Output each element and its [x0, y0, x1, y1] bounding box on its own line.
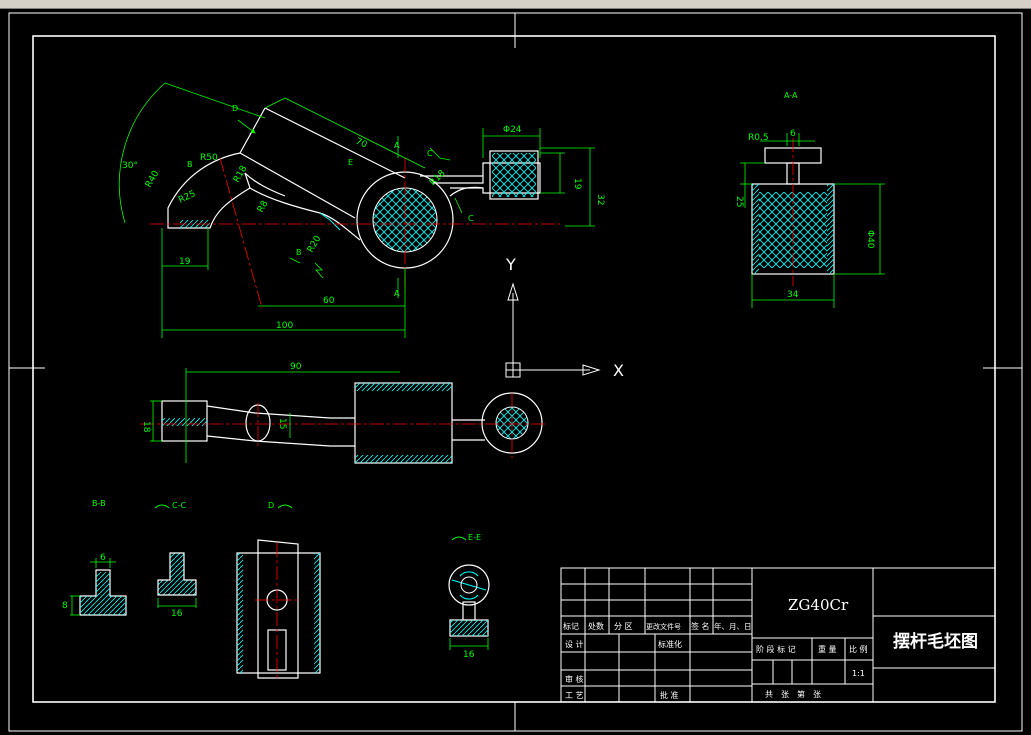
view-d-title: D	[268, 501, 274, 510]
label-a-top: A	[394, 141, 400, 150]
tb-header-count: 处数	[588, 621, 604, 631]
section-ee-view: E-E 16	[448, 533, 490, 660]
tb-process: 工 艺	[565, 691, 584, 700]
dim-r40: R40	[144, 169, 162, 190]
dim-r20: R20	[306, 234, 324, 255]
tb-header-mark: 标记	[563, 621, 579, 631]
ucs-icon	[505, 282, 601, 378]
dim-angle-30: 30°	[122, 161, 138, 171]
dim-90: 90	[290, 362, 302, 372]
cad-drawing-canvas[interactable]: 30° R40 R50 R25 R18 R8 R20 70 Φ24 19 32 …	[0, 8, 1031, 735]
tb-weight: 重 量	[818, 644, 837, 654]
tb-ratio: 比 例	[849, 644, 868, 654]
tb-design: 设 计	[565, 639, 584, 649]
section-aa-title: A-A	[784, 91, 798, 100]
section-cc-title: C-C	[172, 501, 186, 510]
section-aa-view: A-A R0.5 6 25 Φ40 34	[734, 91, 885, 308]
label-c-top: C	[427, 149, 433, 158]
title-block: 标记 处数 分 区 更改文件号 签 名 年、月、日 设 计 标准化 审 核 工 …	[560, 567, 996, 703]
label-b-top: B	[187, 160, 193, 169]
tb-sheets: 共 张 第 张	[765, 689, 821, 699]
dim-15: 15	[277, 418, 287, 429]
section-cc-view: C-C 16	[154, 501, 197, 619]
tb-header-date: 年、月、日	[714, 621, 752, 631]
tb-header-zone: 分 区	[614, 622, 633, 631]
dim-r18-b: R18	[428, 168, 448, 188]
dim-34: 34	[787, 290, 799, 300]
tb-title: 摆杆毛坯图	[893, 631, 978, 652]
top-view: 90 18 15	[140, 362, 545, 464]
dim-70: 70	[354, 137, 369, 151]
section-bb-view: B-B 6 8	[62, 499, 127, 616]
dim-bb-6: 6	[100, 553, 106, 563]
dim-r50: R50	[200, 153, 218, 163]
view-d: D	[236, 501, 321, 680]
dim-100: 100	[276, 321, 293, 331]
tb-standardization: 标准化	[658, 639, 682, 649]
tb-stage-mark: 阶 段 标 记	[756, 644, 796, 654]
tb-header-sign: 签 名	[691, 621, 710, 631]
label-c-bottom: C	[468, 214, 474, 223]
dim-phi24: Φ24	[503, 125, 522, 135]
tb-header-docno: 更改文件号	[646, 622, 681, 631]
ucs-x-label: X	[613, 361, 624, 380]
dim-6-top: 6	[790, 129, 796, 139]
dim-phi40: Φ40	[865, 230, 875, 249]
dim-60: 60	[323, 296, 335, 306]
label-b-bottom: B	[296, 248, 302, 257]
dim-32: 32	[595, 194, 605, 205]
dim-19-w: 19	[179, 257, 191, 267]
main-view: 30° R40 R50 R25 R18 R8 R20 70 Φ24 19 32 …	[118, 82, 605, 338]
tb-scale: 1:1	[852, 669, 865, 678]
dim-19-h: 19	[572, 178, 582, 190]
drawing-frame	[8, 12, 1023, 732]
label-d: D	[232, 104, 238, 113]
tb-approve: 批 准	[660, 690, 679, 700]
tb-review: 审 核	[565, 674, 584, 684]
window-toolbar-strip	[0, 0, 1031, 9]
dim-25: 25	[734, 196, 744, 207]
section-bb-title: B-B	[92, 499, 106, 508]
section-ee-title: E-E	[468, 533, 481, 542]
dim-r8: R8	[256, 199, 271, 215]
dim-ee-16: 16	[463, 650, 475, 660]
label-e: E	[348, 158, 353, 167]
dim-r25: R25	[177, 189, 197, 206]
ucs-y-label: Y	[505, 255, 516, 274]
dim-bb-8: 8	[62, 601, 68, 611]
dim-18: 18	[141, 421, 151, 433]
label-a-bottom: A	[394, 289, 400, 298]
tb-material: ZG40Cr	[788, 596, 849, 614]
dim-cc-16: 16	[171, 609, 183, 619]
dim-r05: R0.5	[748, 133, 769, 143]
